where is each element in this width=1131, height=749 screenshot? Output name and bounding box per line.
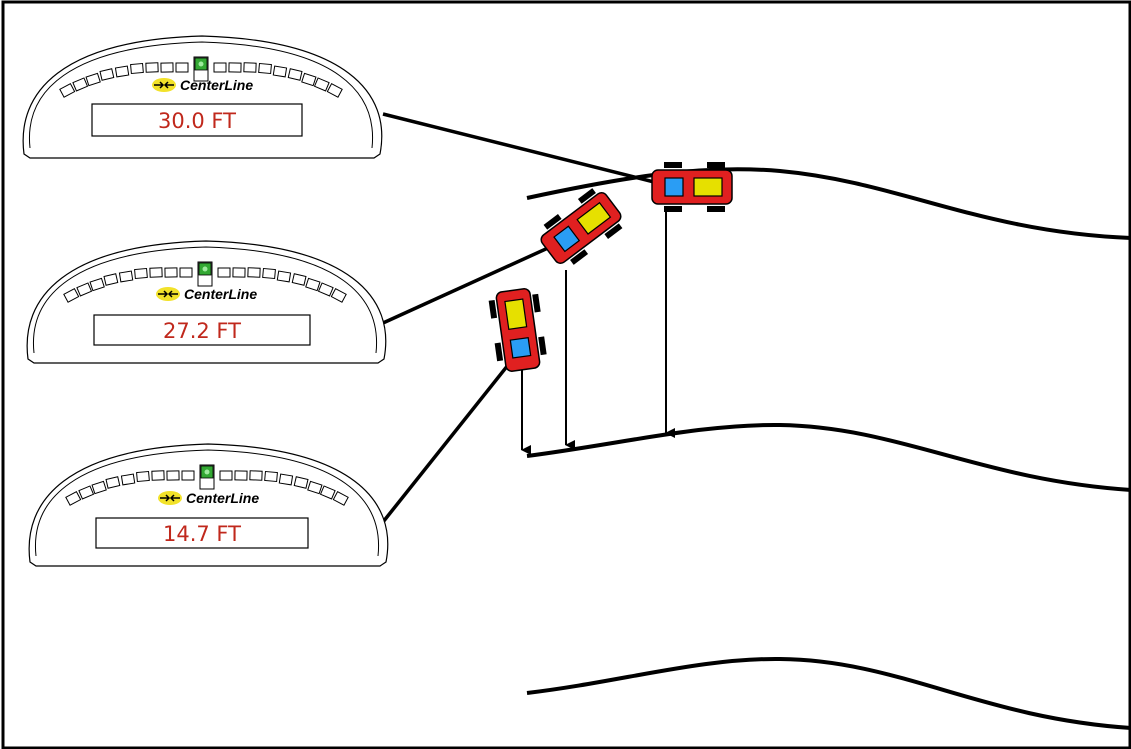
centerline-arrows-icon bbox=[152, 78, 176, 92]
distance-readout: 14.7 FT bbox=[163, 522, 241, 546]
connector-line bbox=[382, 236, 571, 325]
connector-line bbox=[381, 348, 522, 524]
tractor-icon bbox=[651, 161, 733, 213]
gauge-3: CenterLine 14.7 FT bbox=[28, 443, 389, 567]
distance-display bbox=[93, 314, 311, 346]
connector-line bbox=[382, 112, 671, 188]
gauge-2: CenterLine 27.2 FT bbox=[26, 240, 387, 364]
tractor-icon bbox=[486, 286, 550, 374]
centerline-arrows-icon bbox=[156, 287, 180, 301]
distance-display bbox=[91, 103, 303, 137]
row-curve-middle bbox=[526, 422, 1131, 492]
centerline-arrows-icon bbox=[158, 491, 182, 505]
lightbar-icon bbox=[22, 35, 383, 159]
distance-readout: 30.0 FT bbox=[158, 109, 236, 133]
brand-label: CenterLine bbox=[180, 77, 253, 93]
row-curve-top bbox=[526, 167, 1131, 240]
tractor-icon bbox=[533, 183, 629, 273]
row-curve-bottom bbox=[526, 656, 1131, 730]
brand-label: CenterLine bbox=[186, 490, 259, 506]
distance-display bbox=[95, 517, 309, 549]
gauge-1: CenterLine 30.0 FT bbox=[22, 35, 383, 159]
brand-label: CenterLine bbox=[184, 286, 257, 302]
distance-readout: 27.2 FT bbox=[163, 319, 241, 343]
